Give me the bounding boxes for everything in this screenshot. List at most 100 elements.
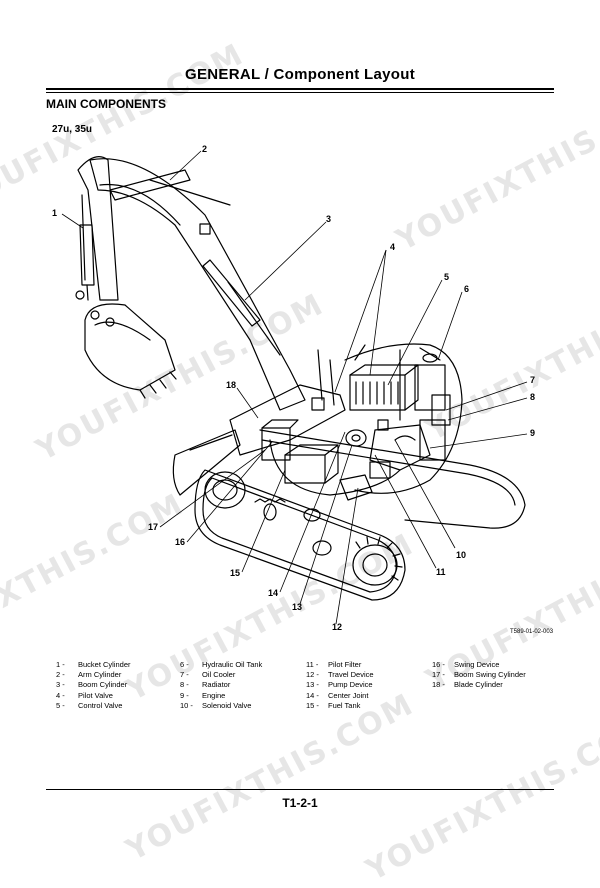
page-number: T1-2-1 xyxy=(282,796,318,810)
legend-number: 9 - xyxy=(180,690,189,700)
callout-18: 18 xyxy=(226,380,236,390)
crawler-track xyxy=(194,429,526,601)
legend-label: Boom Swing Cylinder xyxy=(454,670,526,680)
legend-number: 3 - xyxy=(56,680,65,690)
boom xyxy=(89,158,306,411)
hydraulic-tank xyxy=(414,353,451,461)
legend-item: 6 - Hydraulic Oil Tank xyxy=(180,660,262,670)
legend-number: 7 - xyxy=(180,670,189,680)
callout-6: 6 xyxy=(464,284,469,294)
callout-7: 7 xyxy=(530,375,535,385)
legend-label: Arm Cylinder xyxy=(78,670,122,680)
pump-device xyxy=(339,429,391,501)
excavator-component-diagram: 1 2 3 4 5 6 7 8 9 10 11 12 13 14 15 16 1… xyxy=(52,144,535,632)
legend-label: Solenoid Valve xyxy=(202,700,252,710)
legend-number: 14 - xyxy=(306,690,319,700)
bucket xyxy=(84,303,177,399)
footer-rule xyxy=(46,789,554,790)
legend-number: 15 - xyxy=(306,700,319,710)
legend-column-3: 11 - Pilot Filter 12 - Travel Device 13 - P… xyxy=(306,660,374,711)
legend-column-1: 1 - Bucket Cylinder 2 - Arm Cylinder 3 - Bo… xyxy=(56,660,131,711)
model-label: 27u, 35u xyxy=(52,124,93,135)
pilot-valve xyxy=(311,344,366,411)
legend-item: 13 - Pump Device xyxy=(306,680,374,690)
legend-label: Hydraulic Oil Tank xyxy=(202,660,263,669)
legend-label: Radiator xyxy=(202,680,231,690)
legend-label: Pump Device xyxy=(328,680,373,690)
callout-8: 8 xyxy=(530,392,535,402)
bucket-cylinder xyxy=(75,224,95,301)
callout-15: 15 xyxy=(230,568,240,578)
legend-item: 14 - Center Joint xyxy=(306,691,374,701)
legend-item: 5 - Control Valve xyxy=(56,701,131,711)
legend-label: Pilot Filter xyxy=(328,660,362,669)
legend-number: 11 - xyxy=(306,660,319,669)
page-title: GENERAL / Component Layout xyxy=(184,66,416,83)
legend-number: 18 - xyxy=(432,680,445,690)
legend-number: 17 - xyxy=(432,670,445,680)
legend-item: 9 - Engine xyxy=(180,691,262,701)
legend-label: Fuel Tank xyxy=(328,700,361,710)
legend-item: 16 - Swing Device xyxy=(432,660,526,670)
legend-item: 3 - Boom Cylinder xyxy=(56,680,131,690)
legend-item: 8 - Radiator xyxy=(180,680,262,690)
legend-number: 10 - xyxy=(180,700,193,710)
legend-label: Oil Cooler xyxy=(202,670,236,680)
callout-13: 13 xyxy=(292,602,302,612)
callout-17: 17 xyxy=(148,522,158,532)
legend-number: 4 - xyxy=(56,690,65,700)
dozer-blade xyxy=(172,429,241,496)
legend-number: 6 - xyxy=(180,660,189,669)
arm-cylinder xyxy=(109,169,231,206)
callout-9: 9 xyxy=(530,428,535,438)
figure-code: T589-01-02-003 xyxy=(510,629,554,635)
boom-cylinder xyxy=(202,259,281,356)
legend-item: 17 - Boom Swing Cylinder xyxy=(432,670,526,680)
legend-number: 16 - xyxy=(432,660,445,669)
callout-2: 2 xyxy=(202,144,207,154)
legend-label: Boom Cylinder xyxy=(78,680,128,690)
legend-column-4: 16 - Swing Device 17 - Boom Swing Cylinder… xyxy=(432,660,526,691)
section-heading: MAIN COMPONENTS xyxy=(46,97,166,111)
legend-number: 5 - xyxy=(56,700,65,710)
legend-item: 1 - Bucket Cylinder xyxy=(56,660,131,670)
callout-11: 11 xyxy=(436,567,446,577)
legend-label: Travel Device xyxy=(328,670,374,680)
callout-3: 3 xyxy=(326,214,331,224)
callout-leaders xyxy=(61,150,528,625)
callout-5: 5 xyxy=(444,272,449,282)
legend-item: 15 - Fuel Tank xyxy=(306,701,374,711)
header-rule xyxy=(46,92,554,93)
legend-item: 2 - Arm Cylinder xyxy=(56,670,131,680)
callout-14: 14 xyxy=(268,588,278,598)
legend-number: 1 - xyxy=(56,660,65,669)
legend-number: 8 - xyxy=(180,680,189,690)
callout-4: 4 xyxy=(390,242,395,252)
arm xyxy=(77,156,119,301)
callout-labels: 1 2 3 4 5 6 7 8 9 10 11 12 13 14 15 16 1… xyxy=(52,144,535,632)
legend-item: 11 - Pilot Filter xyxy=(306,660,374,670)
legend-number: 13 - xyxy=(306,680,319,690)
legend-label: Center Joint xyxy=(328,690,369,700)
legend-number: 2 - xyxy=(56,670,65,680)
callout-16: 16 xyxy=(175,537,185,547)
engine xyxy=(369,419,431,471)
legend-label: Pilot Valve xyxy=(78,690,113,700)
legend-label: Control Valve xyxy=(78,700,123,710)
legend-label: Blade Cylinder xyxy=(454,680,503,690)
legend-item: 10 - Solenoid Valve xyxy=(180,701,262,711)
callout-10: 10 xyxy=(456,550,466,560)
legend-number: 12 - xyxy=(306,670,319,680)
callout-12: 12 xyxy=(332,622,342,632)
legend-label: Bucket Cylinder xyxy=(78,660,131,669)
legend-label: Engine xyxy=(202,690,226,700)
legend-label: Swing Device xyxy=(454,660,500,669)
callout-1: 1 xyxy=(52,208,57,218)
legend-column-2: 6 - Hydraulic Oil Tank 7 - Oil Cooler 8 - R… xyxy=(180,660,262,711)
legend-item: 12 - Travel Device xyxy=(306,670,374,680)
header-rule xyxy=(46,88,554,90)
legend-item: 7 - Oil Cooler xyxy=(180,670,262,680)
legend-item: 18 - Blade Cylinder xyxy=(432,680,526,690)
legend-item: 4 - Pilot Valve xyxy=(56,691,131,701)
control-valve-block xyxy=(349,364,419,411)
